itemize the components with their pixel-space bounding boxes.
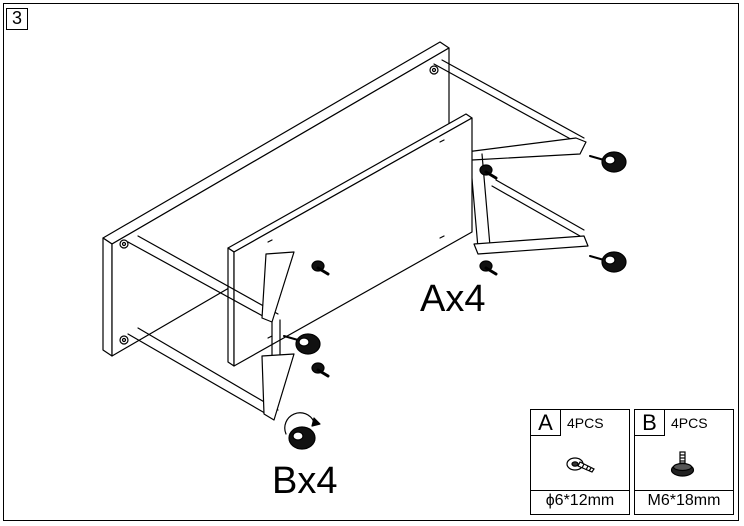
part-a-box: A 4PCS ϕ6*12mm — [530, 409, 630, 515]
diagram-frame — [3, 3, 739, 521]
part-b-letter: B — [635, 410, 665, 436]
apron-panel — [227, 113, 473, 367]
leveling-foot-b-4 — [288, 426, 316, 450]
bolt-icon — [566, 457, 595, 473]
leveling-foot-b-2 — [589, 251, 627, 273]
bolt-a-1 — [479, 164, 498, 180]
part-b-divider — [635, 490, 733, 491]
leg-frame-b — [119, 235, 295, 421]
bolt-a-3 — [311, 260, 330, 276]
leveling-foot-icon — [670, 451, 695, 477]
rotate-arrow-icon — [284, 412, 321, 435]
step-number: 3 — [6, 8, 28, 30]
callout-a: Ax4 — [420, 278, 486, 320]
leg-frame-a — [429, 59, 589, 255]
part-b-size: M6*18mm — [647, 492, 721, 509]
bolt-a-4 — [311, 362, 330, 378]
part-b-box: B 4PCS M6*18mm — [634, 409, 734, 515]
part-a-size: ϕ6*12mm — [545, 492, 615, 509]
leveling-foot-b-1 — [589, 151, 627, 173]
callout-b: Bx4 — [272, 460, 338, 502]
part-a-quantity: 4PCS — [567, 415, 604, 431]
leveling-foot-b-3 — [283, 333, 321, 355]
part-a-divider — [531, 490, 629, 491]
bolt-a-2 — [479, 260, 498, 276]
part-b-quantity: 4PCS — [671, 415, 708, 431]
part-a-letter: A — [531, 410, 561, 436]
